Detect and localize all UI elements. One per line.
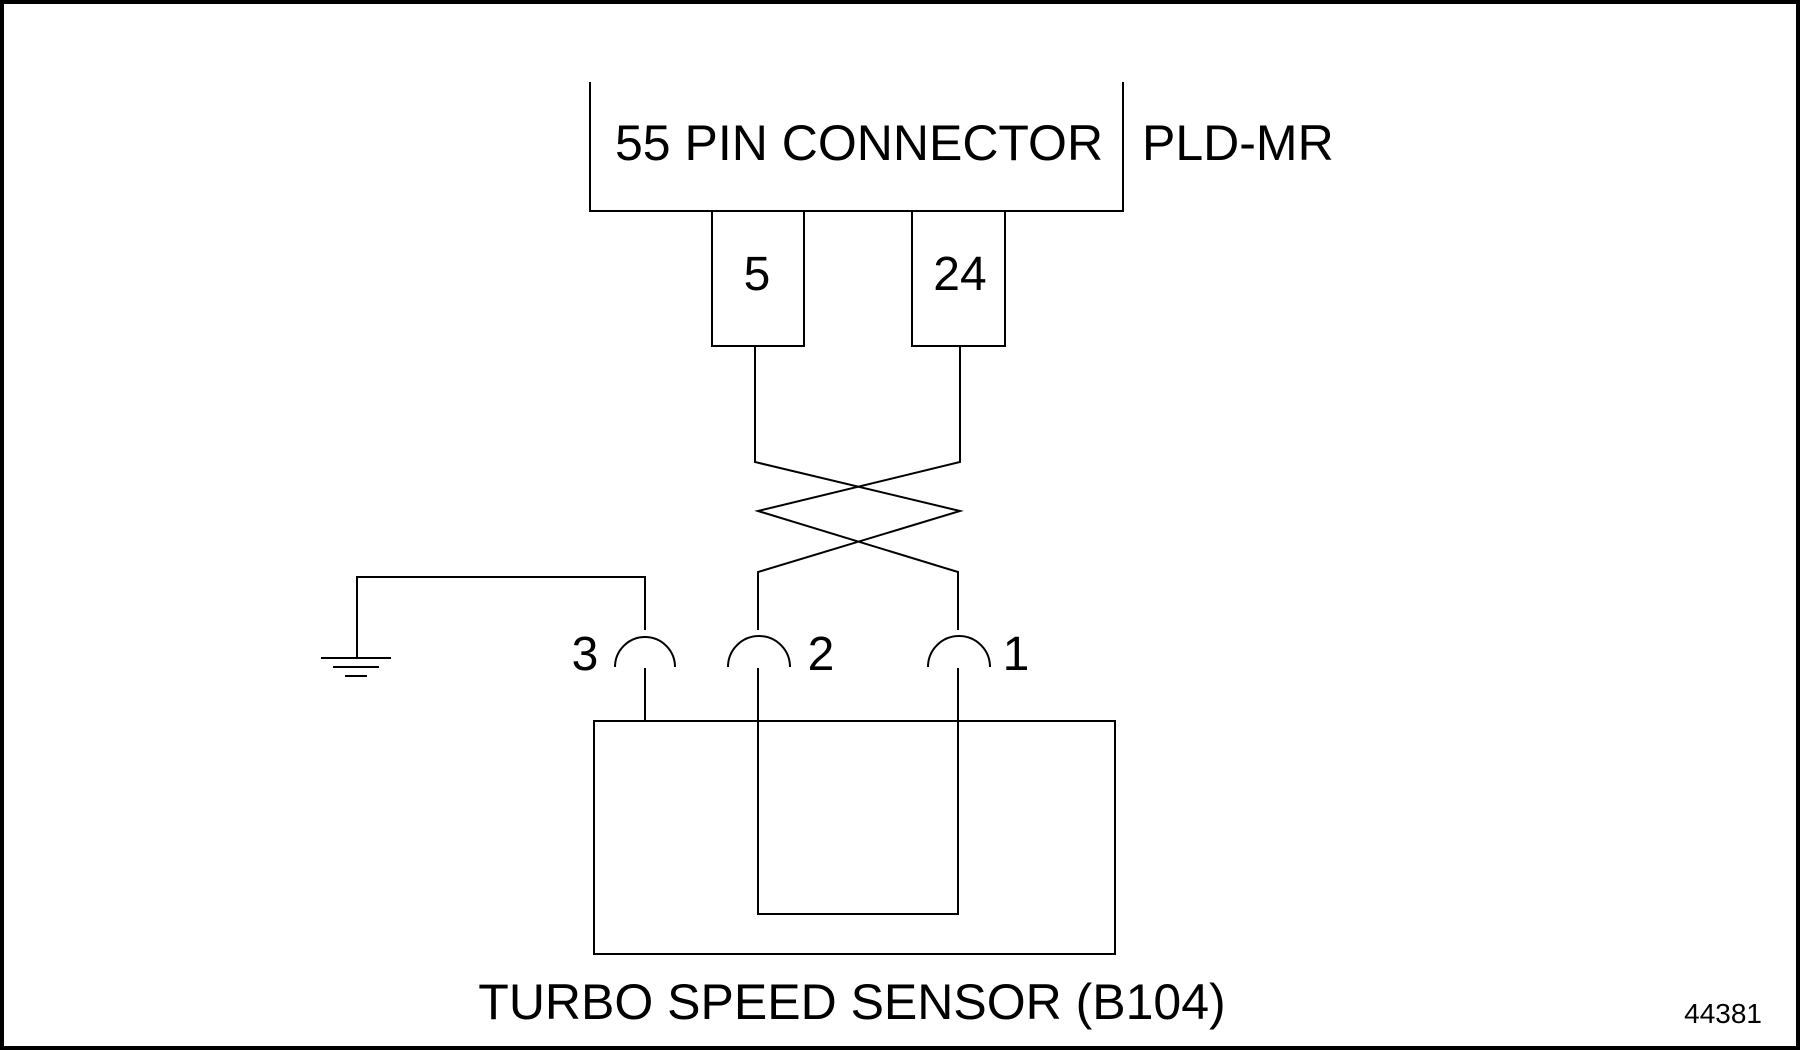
wire-pin-5 bbox=[754, 346, 964, 630]
terminal-2-label: 2 bbox=[808, 628, 835, 681]
sensor-coil-loop bbox=[757, 668, 959, 915]
figure-number: 44381 bbox=[1684, 998, 1762, 1029]
terminal-3-label: 3 bbox=[572, 628, 599, 681]
turbo-speed-sensor bbox=[593, 668, 1116, 955]
pin-5-label: 5 bbox=[744, 248, 771, 301]
wire-pin-24 bbox=[754, 346, 961, 630]
pin-24-box: 24 bbox=[911, 210, 1006, 347]
pin-5-box: 5 bbox=[711, 210, 805, 347]
terminal-1: 1 bbox=[927, 628, 1030, 681]
terminal-1-label: 1 bbox=[1003, 628, 1030, 681]
pin-24-label: 24 bbox=[933, 248, 986, 301]
ground-symbol bbox=[321, 576, 646, 677]
connector-label: 55 PIN CONNECTOR bbox=[615, 115, 1103, 171]
twisted-pair-wires bbox=[754, 346, 964, 630]
sensor-label: TURBO SPEED SENSOR (B104) bbox=[478, 974, 1225, 1030]
module-label: PLD-MR bbox=[1142, 115, 1334, 171]
connector-55-pin: 55 PIN CONNECTOR bbox=[589, 82, 1124, 212]
terminal-2: 2 bbox=[727, 628, 835, 681]
terminal-3: 3 bbox=[572, 628, 676, 681]
